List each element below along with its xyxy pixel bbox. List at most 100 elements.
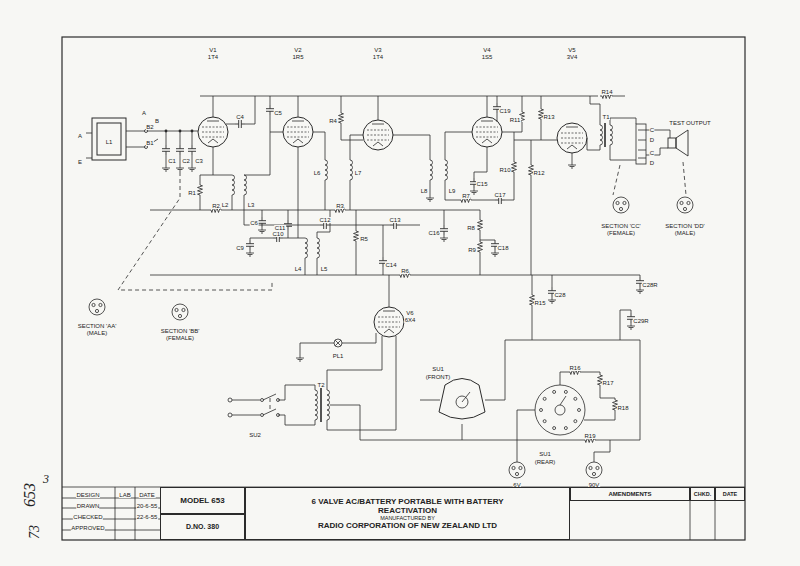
wire <box>372 124 384 125</box>
part-label: 1S5 <box>481 54 493 60</box>
label-holder: C6 <box>250 212 259 228</box>
label-holder: (MALE) <box>674 222 695 238</box>
ground-symbol <box>164 169 169 170</box>
wire <box>200 96 598 97</box>
wire <box>300 343 301 355</box>
label-holder: (FEMALE) <box>606 222 635 238</box>
ground-symbol <box>440 238 448 239</box>
capacitor-symbol <box>279 238 283 239</box>
part-label: DRAWN <box>76 503 99 509</box>
capacitor-symbol <box>166 145 167 149</box>
wire <box>213 147 232 175</box>
output-jack <box>636 124 646 164</box>
wire <box>263 394 276 400</box>
ground-symbol <box>548 300 556 301</box>
wire <box>473 200 495 201</box>
wire <box>250 238 251 240</box>
wire <box>412 275 640 276</box>
wire <box>126 131 145 132</box>
part-label: C <box>649 127 654 133</box>
part-label: LAB <box>119 492 131 498</box>
part-label: (REAR) <box>534 459 556 465</box>
terminal <box>172 304 188 320</box>
ground-symbol <box>570 166 575 167</box>
wire <box>600 104 601 125</box>
ground-symbol <box>571 168 573 169</box>
wire <box>594 440 610 462</box>
label-holder: V6 <box>406 302 414 318</box>
ground-symbol <box>261 233 263 234</box>
terminal <box>543 420 546 423</box>
wire <box>330 405 360 440</box>
terminal <box>553 427 556 430</box>
label-holder: R10 <box>499 159 511 175</box>
wire <box>514 140 557 141</box>
part-label: R3 <box>336 203 345 209</box>
valve-grid <box>561 133 583 134</box>
wire <box>263 409 276 415</box>
wire <box>502 132 514 160</box>
capacitor-symbol <box>552 287 553 291</box>
part-label: C2 <box>182 158 191 164</box>
wire <box>341 125 363 140</box>
resistor-symbol <box>339 111 344 125</box>
ground-symbol <box>248 254 253 255</box>
capacitor-symbol <box>192 151 193 155</box>
part-label: E <box>77 159 82 165</box>
terminal <box>574 397 577 400</box>
wire <box>497 113 498 122</box>
terminal <box>687 201 690 204</box>
wire <box>213 96 214 117</box>
title-block-cell: 6 VALVE AC/BATTERY PORTABLE WITH BATTERY… <box>245 487 570 540</box>
label-holder: L2 <box>221 194 229 210</box>
part-label: L9 <box>448 188 456 194</box>
wire <box>180 131 181 145</box>
part-label: B2 <box>146 124 154 130</box>
wire <box>320 388 321 422</box>
label-holder: DRAWN <box>76 495 99 511</box>
wire <box>480 254 481 275</box>
title-block-cell: AMENDMENTS <box>570 487 690 501</box>
label-holder: 653 <box>22 483 38 508</box>
part-label: 1R5 <box>292 54 304 60</box>
ground-symbol <box>631 323 632 326</box>
valve-grid <box>378 322 400 323</box>
wire <box>400 225 420 226</box>
capacitor-symbol <box>497 103 498 107</box>
capacitor-symbol <box>474 178 475 182</box>
part-label: C18 <box>497 245 509 251</box>
ground-symbol <box>192 165 193 168</box>
valve-grid <box>287 127 309 128</box>
wire <box>270 115 283 132</box>
ground-symbol <box>630 329 632 330</box>
valve-symbol <box>557 123 587 153</box>
wire <box>462 424 463 440</box>
part-label: R10 <box>499 167 511 173</box>
part-label: B1 <box>146 140 154 146</box>
part-label: R1 <box>188 190 197 196</box>
label-holder: L7 <box>354 162 362 178</box>
wire <box>378 96 379 120</box>
title-block-cell: DATE <box>715 487 745 501</box>
capacitor-symbol <box>270 111 271 115</box>
part-label: CHECKED <box>73 514 103 520</box>
wire <box>610 118 636 125</box>
ground-symbol <box>551 303 553 304</box>
part-label: (FEMALE) <box>165 335 194 341</box>
part-label: A <box>77 133 82 139</box>
wire <box>313 132 325 160</box>
ground-symbol <box>568 165 576 166</box>
label-holder: DATE <box>139 484 156 500</box>
terminal <box>553 390 556 393</box>
capacitor-symbol <box>640 277 641 281</box>
ground-symbol <box>474 188 475 191</box>
valve-grid <box>202 137 224 138</box>
valve-grid <box>287 137 309 138</box>
valve-grid <box>202 127 224 128</box>
terminal <box>277 414 280 417</box>
part-label: C6 <box>250 220 259 226</box>
coil-symbol <box>327 390 330 420</box>
mechanical-link <box>118 172 272 290</box>
wire <box>288 210 289 220</box>
label-holder: C12 <box>319 209 331 225</box>
